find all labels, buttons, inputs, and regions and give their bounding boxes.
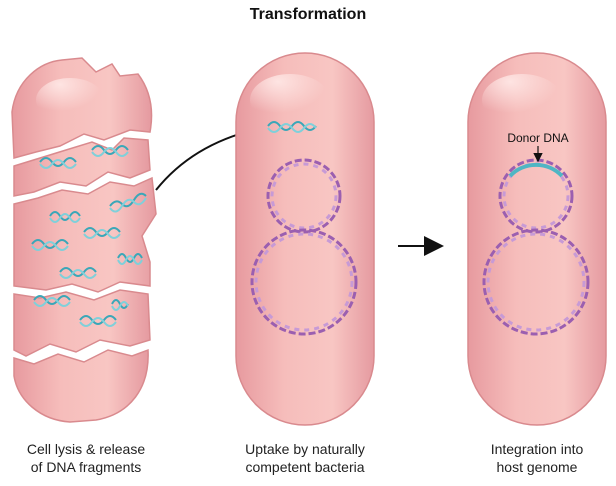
lysed-cell bbox=[11, 57, 157, 423]
competent-cell bbox=[235, 52, 375, 426]
host-chromosome bbox=[250, 158, 358, 336]
integrated-donor-dna bbox=[508, 162, 564, 178]
recombinant-cell: Donor DNA bbox=[467, 52, 607, 426]
caption-2-line-2: competent bacteria bbox=[245, 459, 364, 475]
donor-dna-label: Donor DNA bbox=[507, 131, 568, 145]
caption-1-line-1: Cell lysis & release bbox=[27, 441, 145, 457]
caption-3-line-2: host genome bbox=[497, 459, 578, 475]
caption-2-line-1: Uptake by naturally bbox=[245, 441, 365, 457]
figure-title: Transformation bbox=[250, 6, 366, 23]
donor-dna-fragment bbox=[267, 121, 317, 133]
cell-fragment-bottom bbox=[13, 348, 149, 423]
caption-1-line-2: of DNA fragments bbox=[31, 459, 142, 475]
caption-3-line-1: Integration into bbox=[491, 441, 584, 457]
released-dna-fragments bbox=[31, 145, 147, 327]
cell-body bbox=[467, 52, 607, 426]
cell-body bbox=[235, 52, 375, 426]
